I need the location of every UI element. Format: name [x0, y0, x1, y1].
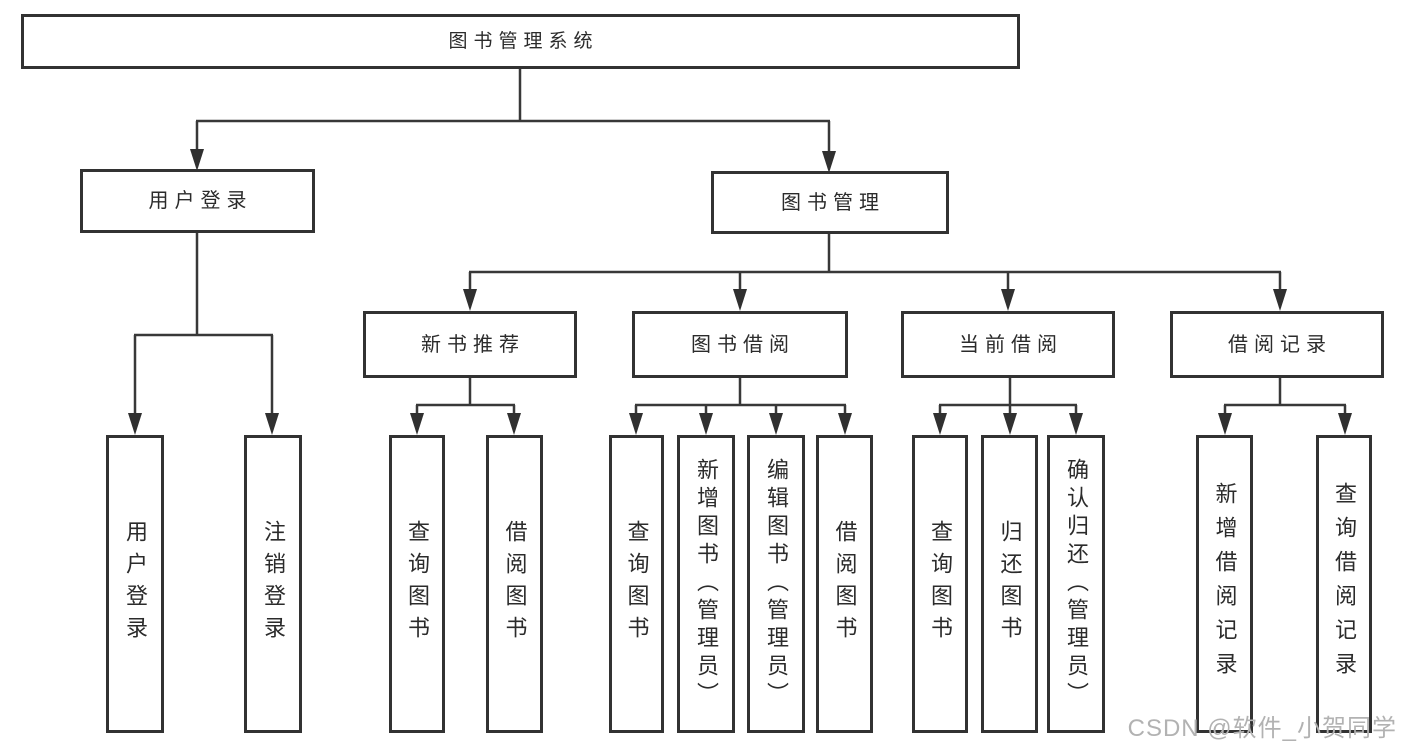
leaf-query-books-recommend: 查询图书: [389, 435, 445, 733]
leaf-label: 查询图书: [405, 520, 430, 648]
leaf-label: 归还图书: [997, 520, 1023, 648]
leaf-label: 编辑图书（管理员）: [764, 458, 789, 710]
leaf-logout: 注销登录: [244, 435, 302, 733]
leaf-add-book-admin: 新增图书（管理员）: [677, 435, 735, 733]
node-label: 图书管理系统: [448, 31, 599, 52]
leaf-return-books: 归还图书: [981, 435, 1038, 733]
leaf-label: 新增借阅记录: [1212, 482, 1238, 686]
node-user-login: 用户登录: [80, 169, 315, 233]
node-label: 新书推荐: [421, 333, 525, 356]
node-label: 图书管理: [781, 191, 885, 214]
csdn-watermark: CSDN @软件_小贺同学: [1127, 715, 1397, 742]
node-current-borrowing: 当前借阅: [901, 311, 1115, 378]
leaf-query-borrow-record: 查询借阅记录: [1316, 435, 1372, 733]
leaf-label: 借阅图书: [502, 520, 528, 648]
leaf-edit-book-admin: 编辑图书（管理员）: [747, 435, 805, 733]
node-label: 当前借阅: [959, 333, 1063, 356]
leaf-borrow-books-recommend: 借阅图书: [486, 435, 543, 733]
node-root-library-system: 图书管理系统: [21, 14, 1020, 69]
node-label: 图书借阅: [691, 333, 795, 356]
leaf-label: 查询图书: [624, 520, 650, 648]
leaf-label: 查询借阅记录: [1332, 482, 1357, 686]
leaf-query-books-current: 查询图书: [912, 435, 968, 733]
leaf-label: 查询图书: [928, 520, 953, 648]
leaf-add-borrow-record: 新增借阅记录: [1196, 435, 1253, 733]
leaf-confirm-return-admin: 确认归还（管理员）: [1047, 435, 1105, 733]
node-book-management: 图书管理: [711, 171, 949, 234]
node-borrowing-records: 借阅记录: [1170, 311, 1384, 378]
leaf-user-login: 用户登录: [106, 435, 164, 733]
leaf-label: 确认归还（管理员）: [1064, 458, 1089, 710]
node-book-borrowing: 图书借阅: [632, 311, 848, 378]
node-label: 用户登录: [148, 190, 253, 212]
leaf-label: 用户登录: [123, 520, 148, 648]
node-new-book-recommendation: 新书推荐: [363, 311, 577, 378]
leaf-label: 借阅图书: [832, 520, 858, 648]
node-label: 借阅记录: [1228, 333, 1332, 356]
leaf-borrow-books: 借阅图书: [816, 435, 873, 733]
leaf-label: 注销登录: [261, 520, 286, 648]
leaf-query-books-borrow: 查询图书: [609, 435, 664, 733]
leaf-label: 新增图书（管理员）: [694, 458, 719, 710]
